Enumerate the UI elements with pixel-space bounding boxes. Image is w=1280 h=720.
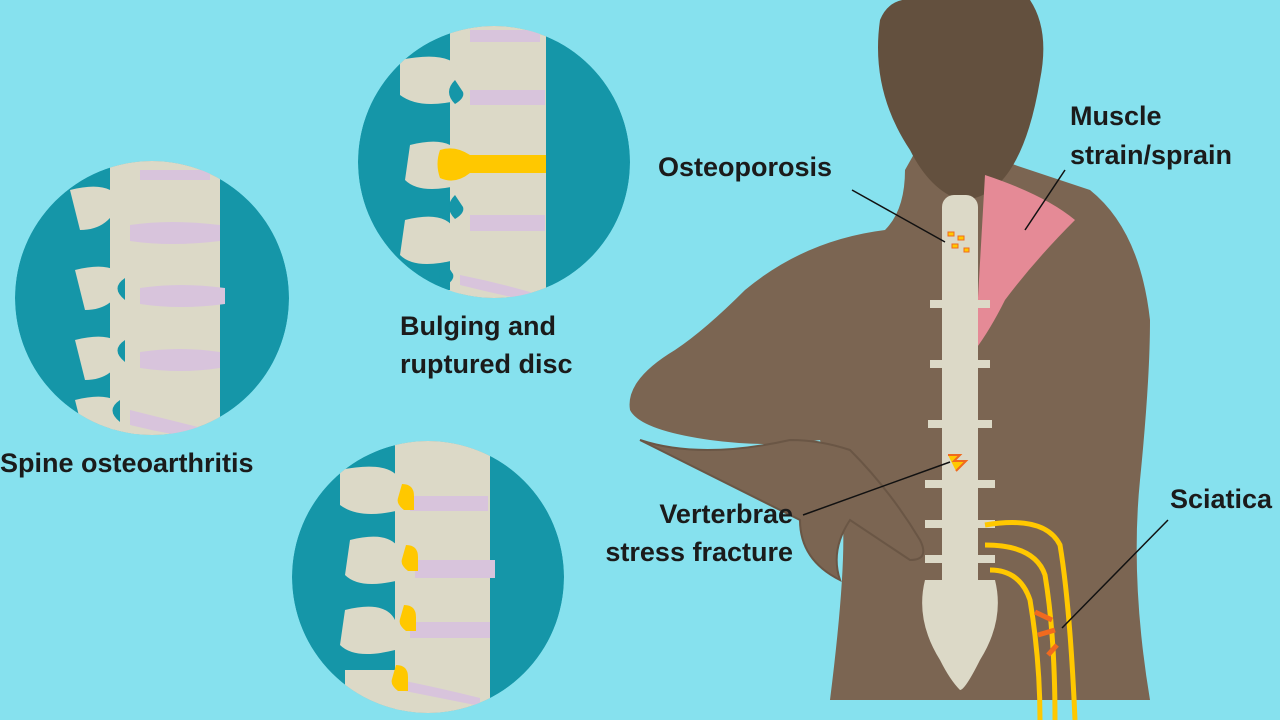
label-bulging-line2: ruptured disc: [400, 349, 573, 379]
human-back-figure: [629, 0, 1150, 720]
label-muscle-line2: strain/sprain: [1070, 140, 1233, 170]
spine-osteoarthritis-circle: [15, 161, 289, 435]
label-bulging-line1: Bulging and: [400, 311, 556, 341]
label-osteoporosis: Osteoporosis: [658, 152, 833, 182]
label-fracture-line1: Verterbrae: [659, 499, 793, 529]
pain-marks-icon: [1033, 609, 1059, 657]
label-muscle-line1: Muscle: [1070, 101, 1162, 131]
muscle-strain-area: [975, 175, 1075, 350]
spine: [922, 195, 998, 690]
sciatic-nerve: [984, 520, 1078, 720]
leader-lines: [802, 169, 1169, 629]
label-spine-osteoarthritis: Spine osteoarthritis: [0, 448, 254, 478]
label-sciatica: Sciatica: [1170, 484, 1273, 514]
osteoporosis-marks-icon: [947, 231, 970, 253]
bulging-disc-circle: [358, 26, 630, 298]
vertebrae-circle: [292, 441, 564, 713]
label-fracture-line2: stress fracture: [605, 537, 793, 567]
fracture-icon: [948, 454, 969, 472]
